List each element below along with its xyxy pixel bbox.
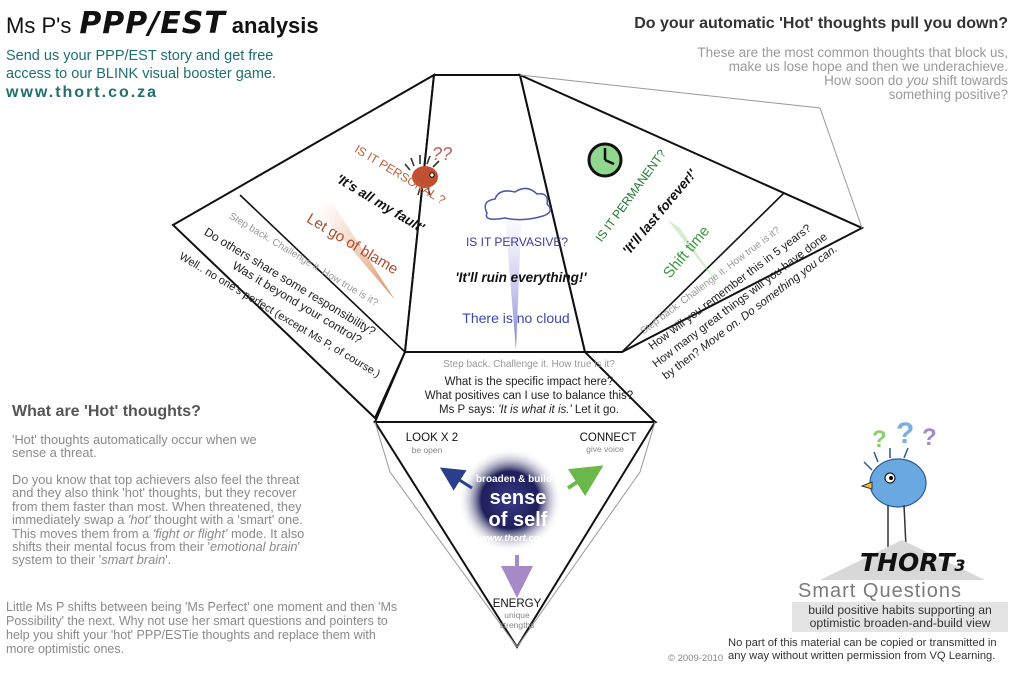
fold-line-right — [519, 74, 586, 353]
bird-q1: ? — [872, 426, 887, 453]
bird-q2: ? — [896, 417, 914, 450]
brand-suffix: analysis — [231, 13, 319, 38]
look-sub: be open — [412, 445, 443, 455]
intro-line4: something positive? — [888, 87, 1008, 102]
hedgehog-icon: ?? — [404, 144, 452, 196]
fold-line-permanent — [621, 192, 785, 353]
p2-c: mode. It also shifts their mental focus … — [12, 525, 305, 555]
cloud-icon — [484, 187, 551, 221]
flap-bottom-left — [374, 421, 518, 648]
copyright-notice: No part of this material can be copied o… — [728, 637, 1013, 662]
pervasive-prompt: Step back. Challenge it. How true is it? — [443, 359, 615, 370]
pervasive-question: IS IT PERVASIVE? — [466, 235, 568, 249]
brand-name: Ms P's — [6, 13, 72, 38]
p2-em3: emotional brain — [210, 539, 298, 555]
intro-line3-em: you — [906, 73, 929, 88]
smart-questions-subtitle: build positive habits supporting an opti… — [792, 602, 1008, 632]
energy-sub2: strengths — [500, 620, 535, 630]
pervasive-line1: What is the specific impact here? — [445, 376, 614, 388]
clock-icon — [587, 142, 623, 178]
intro-line3: How soon do you shift towards — [668, 74, 1008, 88]
p2-em1: 'hot' — [127, 512, 151, 528]
promo-line2: access to our BLINK visual booster game. — [6, 66, 276, 82]
flap-right — [519, 74, 863, 229]
bird-icon: ? ? ? — [820, 417, 985, 580]
smart-questions-title: Smart Questions — [798, 580, 962, 602]
smart-sub-line2: optimistic broaden-and-build view — [809, 616, 991, 630]
notice-line1: No part of this material can be copied o… — [728, 637, 997, 649]
brand-logo: PPP/EST — [79, 6, 226, 41]
beam-permanent — [668, 220, 722, 290]
bird-q3: ? — [922, 424, 937, 451]
connect-arrow-icon — [566, 465, 604, 497]
copyright-year: © 2009-2010 — [668, 653, 724, 664]
intro-line2: make us lose hope and then we underachie… — [728, 59, 1008, 74]
thort-logo-sub: 3 — [954, 556, 966, 575]
notice-line2: any way without written permission from … — [728, 649, 996, 662]
beam-personal — [318, 202, 395, 300]
pervasive-line3: Ms P says: 'It is what it is.' Let it go… — [439, 404, 619, 416]
face-personal — [171, 73, 436, 420]
look-label: LOOK X 2 — [406, 432, 458, 444]
pervasive-action: There is no cloud — [462, 310, 569, 326]
fold-line-personal — [239, 194, 406, 353]
smart-sub-line1: build positive habits supporting an — [808, 603, 992, 617]
sense-label: sense — [490, 487, 547, 509]
thort-logo: THORT3 — [860, 548, 966, 577]
fold-line-left — [404, 74, 435, 353]
p2-em2: 'fight or flight' — [152, 525, 228, 541]
flap-bottom-right — [516, 421, 656, 648]
hot-thoughts-p1: 'Hot' thoughts automatically occur when … — [12, 432, 257, 460]
connect-label: CONNECT — [580, 432, 637, 444]
sense-of-self-glow — [458, 448, 562, 552]
hot-thoughts-p3: Little Ms P shifts between being 'Ms Per… — [6, 600, 398, 656]
intro-line3-a: How soon do — [824, 73, 907, 88]
p2-d: ' system to their ' — [12, 539, 300, 568]
intro-text: These are the most common thoughts that … — [668, 46, 1008, 102]
core-website: www.thort.co.za — [480, 533, 552, 544]
website-link[interactable]: www.thort.co.za — [6, 84, 159, 101]
pervasive-line2: What positives can I use to balance this… — [425, 390, 633, 402]
thort-logo-text: THORT — [860, 548, 955, 577]
intro-line3-b: shift towards — [928, 73, 1008, 88]
connect-sub: give voice — [586, 444, 624, 454]
p2-em4: smart brain — [101, 552, 166, 568]
p2-a: Do you know that top achievers also feel… — [12, 472, 302, 528]
of-self-label: of self — [489, 509, 548, 531]
pervasive-quote: 'It'll ruin everything!' — [455, 270, 587, 285]
intro-line1: These are the most common thoughts that … — [697, 45, 1008, 60]
hot-thoughts-p2: Do you know that top achievers also feel… — [12, 473, 322, 567]
p2-b: thought with a 'smart' one. This moves t… — [12, 512, 303, 541]
hot-thoughts-title: What are 'Hot' thoughts? — [12, 403, 201, 420]
p2-e: '. — [165, 552, 172, 568]
promo-text: Send us your PPP/EST story and get free … — [6, 47, 276, 83]
beam-pervasive — [504, 205, 522, 350]
promo-line1: Send us your PPP/EST story and get free — [6, 48, 274, 64]
broaden-build-label: broaden & build — [476, 474, 552, 485]
look-arrow-icon — [439, 467, 473, 491]
energy-sub1: unique — [504, 610, 530, 620]
question-marks: ?? — [432, 144, 452, 164]
energy-label: ENERGY — [493, 598, 542, 610]
intro-title: Do your automatic 'Hot' thoughts pull yo… — [634, 15, 1008, 32]
